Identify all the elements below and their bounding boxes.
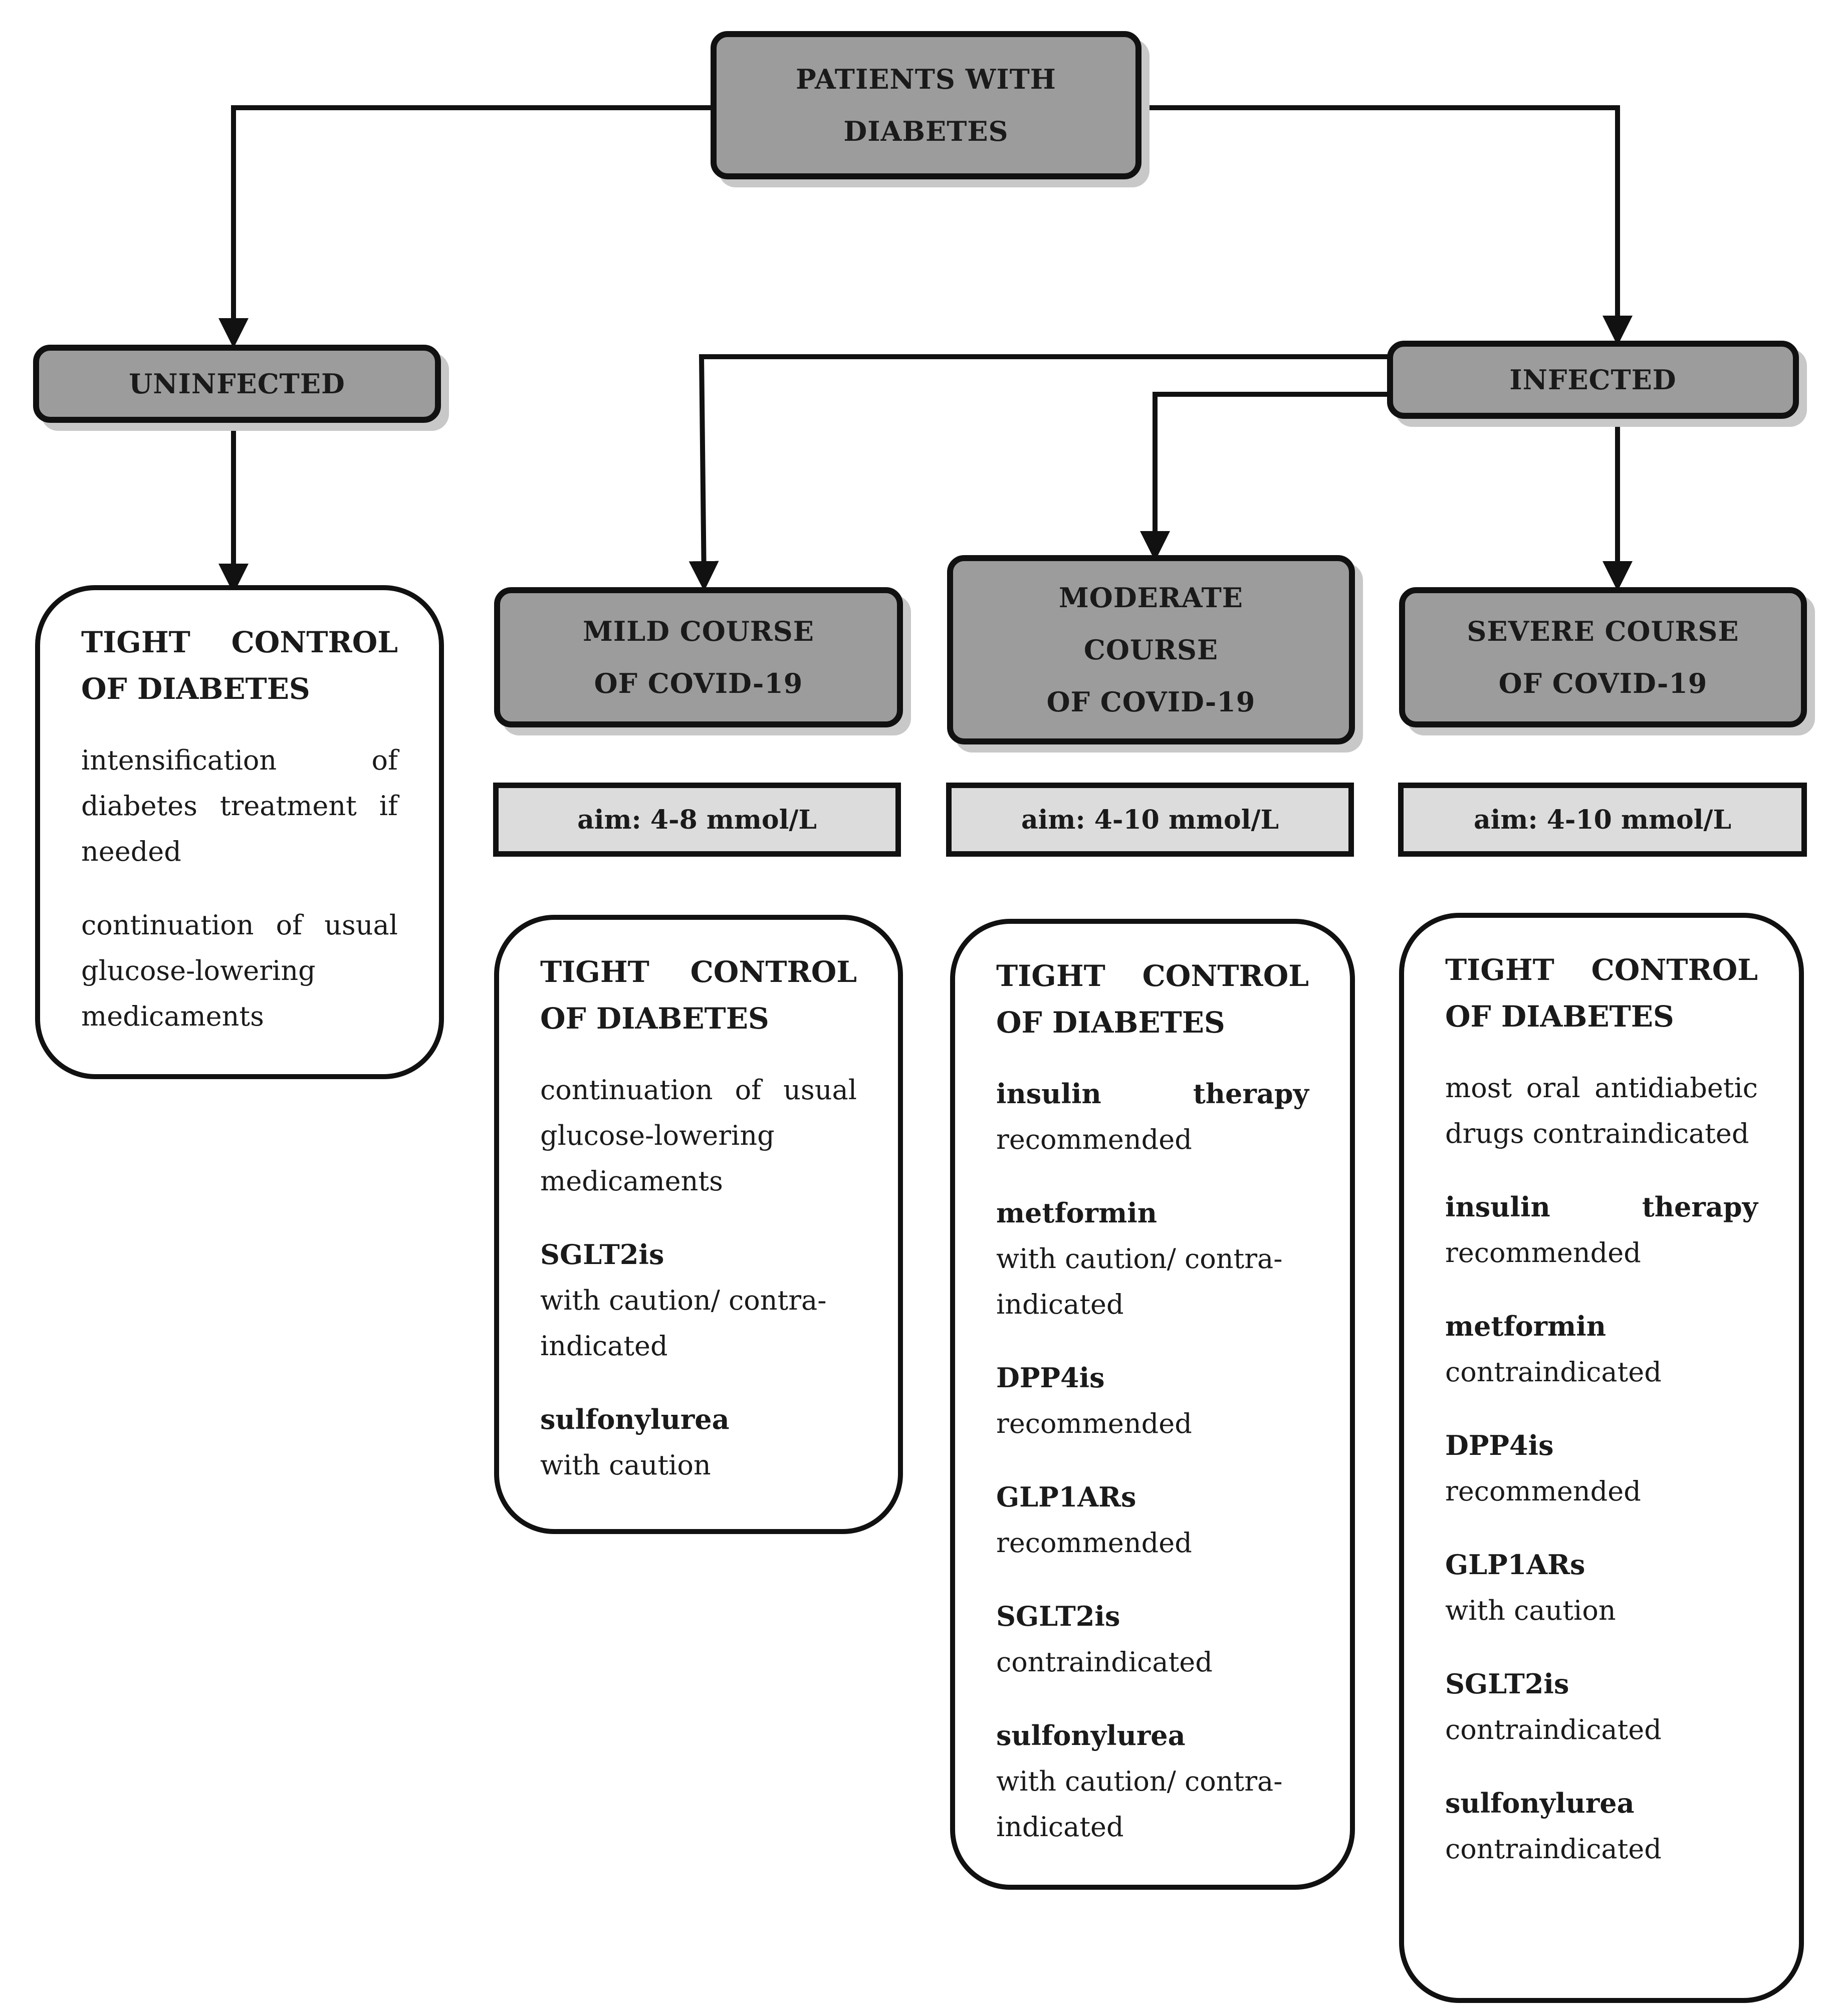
uninfected-box: UNINFECTED	[33, 345, 441, 423]
drug-name: DPP4is	[1445, 1429, 1554, 1461]
drug-note: contraindicated	[1445, 1714, 1662, 1745]
severe-course-label-line2: OF COVID-19	[1498, 667, 1708, 699]
mild-panel-heading: TIGHT CONTROL OF DIABETES	[540, 955, 857, 1036]
severe-drug-insulin: insulin therapy recommended	[1445, 1184, 1758, 1276]
moderate-tight-control-panel: TIGHT CONTROL OF DIABETES insulin therap…	[950, 919, 1355, 1890]
drug-name: metformin	[996, 1197, 1158, 1229]
drug-note: recommended	[1445, 1237, 1641, 1269]
patients-with-diabetes-box: PATIENTS WITH DIABETES	[711, 31, 1141, 179]
severe-drug-metformin: metformin contraindicated	[1445, 1304, 1758, 1395]
drug-note: contraindicated	[996, 1646, 1213, 1678]
moderate-course-label-line2: COURSE	[1083, 634, 1219, 666]
uninfected-point-continuation: continuation of usual glucose-lowering m…	[81, 909, 398, 1032]
drug-note: recommended	[996, 1527, 1192, 1559]
severe-tight-control-panel: TIGHT CONTROL OF DIABETES most oral anti…	[1399, 913, 1804, 2003]
mild-course-box: MILD COURSE OF COVID-19	[494, 587, 903, 727]
moderate-aim-box: aim: 4-10 mmol/L	[946, 783, 1354, 857]
infected-label: INFECTED	[1509, 364, 1677, 396]
drug-name: sulfonylurea	[1445, 1787, 1635, 1819]
drug-name: SGLT2is	[540, 1238, 664, 1271]
drug-name: sulfonylurea	[996, 1719, 1186, 1751]
uninfected-tight-control-panel: TIGHT CONTROL OF DIABETES intensificatio…	[35, 585, 444, 1079]
severe-panel-heading: TIGHT CONTROL OF DIABETES	[1445, 953, 1758, 1034]
severe-course-label-line1: SEVERE COURSE	[1467, 615, 1739, 647]
mild-drug-sglt2is: SGLT2is with caution/ contra-indicated	[540, 1232, 857, 1369]
drug-name: GLP1ARs	[996, 1481, 1136, 1513]
uninfected-label: UNINFECTED	[129, 368, 345, 400]
moderate-course-box: MODERATE COURSE OF COVID-19	[947, 555, 1355, 744]
drug-note: with caution/ contra-indicated	[996, 1243, 1283, 1320]
drug-name: insulin therapy	[996, 1078, 1309, 1110]
moderate-drug-glp1ars: GLP1ARs recommended	[996, 1474, 1309, 1566]
moderate-drug-dpp4is: DPP4is recommended	[996, 1355, 1309, 1446]
severe-drug-dpp4is: DPP4is recommended	[1445, 1423, 1758, 1514]
drug-name: metformin	[1445, 1310, 1607, 1342]
severe-drug-glp1ars: GLP1ARs with caution	[1445, 1542, 1758, 1633]
drug-name: GLP1ARs	[1445, 1549, 1585, 1581]
mild-drug-sulfonylurea: sulfonylurea with caution	[540, 1397, 857, 1488]
drug-name: insulin therapy	[1445, 1191, 1758, 1223]
moderate-aim-label: aim: 4-10 mmol/L	[1021, 804, 1279, 835]
uninfected-panel-heading: TIGHT CONTROL OF DIABETES	[81, 625, 398, 706]
drug-name: SGLT2is	[996, 1600, 1120, 1632]
moderate-drug-insulin: insulin therapy recommended	[996, 1071, 1309, 1162]
severe-aim-box: aim: 4-10 mmol/L	[1398, 783, 1807, 857]
severe-aim-label: aim: 4-10 mmol/L	[1473, 804, 1732, 835]
moderate-course-label-line1: MODERATE	[1059, 582, 1243, 614]
patients-with-diabetes-label: PATIENTS WITH DIABETES	[796, 63, 1056, 147]
drug-note: recommended	[1445, 1475, 1641, 1507]
severe-drug-sulfonylurea: sulfonylurea contraindicated	[1445, 1781, 1758, 1872]
arrow-root-to-uninfected	[218, 105, 716, 348]
drug-note: with caution/ contra-indicated	[540, 1285, 827, 1362]
mild-tight-control-panel: TIGHT CONTROL OF DIABETES continuation o…	[494, 915, 903, 1534]
severe-course-box: SEVERE COURSE OF COVID-19	[1399, 587, 1807, 727]
moderate-drug-metformin: metformin with caution/ contra-indicated	[996, 1190, 1309, 1327]
uninfected-point-intensification: intensification of diabetes treatment if…	[81, 744, 398, 867]
drug-name: sulfonylurea	[540, 1403, 730, 1435]
drug-note: contraindicated	[1445, 1356, 1662, 1388]
drug-name: SGLT2is	[1445, 1668, 1569, 1700]
mild-intro: continuation of usual glucose-lowering m…	[540, 1074, 857, 1197]
mild-aim-box: aim: 4-8 mmol/L	[493, 783, 901, 857]
mild-aim-label: aim: 4-8 mmol/L	[577, 804, 817, 835]
drug-note: with caution/ contra-indicated	[996, 1766, 1283, 1843]
drug-note: recommended	[996, 1408, 1192, 1439]
severe-drug-sglt2is: SGLT2is contraindicated	[1445, 1661, 1758, 1752]
arrow-infected-to-moderate	[1140, 392, 1391, 561]
moderate-panel-heading: TIGHT CONTROL OF DIABETES	[996, 959, 1309, 1040]
drug-note: with caution	[1445, 1595, 1616, 1626]
infected-box: INFECTED	[1387, 341, 1799, 419]
severe-intro: most oral antidiabetic drugs contraindic…	[1445, 1072, 1758, 1149]
drug-note: recommended	[996, 1124, 1192, 1155]
moderate-drug-sulfonylurea: sulfonylurea with caution/ contra-indica…	[996, 1713, 1309, 1850]
drug-note: with caution	[540, 1449, 711, 1481]
moderate-drug-sglt2is: SGLT2is contraindicated	[996, 1594, 1309, 1685]
moderate-course-label-line3: OF COVID-19	[1046, 686, 1256, 718]
drug-name: DPP4is	[996, 1362, 1105, 1394]
mild-course-label-line1: MILD COURSE	[583, 615, 814, 647]
drug-note: contraindicated	[1445, 1833, 1662, 1865]
arrow-root-to-infected	[1141, 105, 1633, 346]
arrow-infected-to-mild	[689, 354, 1391, 591]
mild-course-label-line2: OF COVID-19	[594, 667, 803, 699]
